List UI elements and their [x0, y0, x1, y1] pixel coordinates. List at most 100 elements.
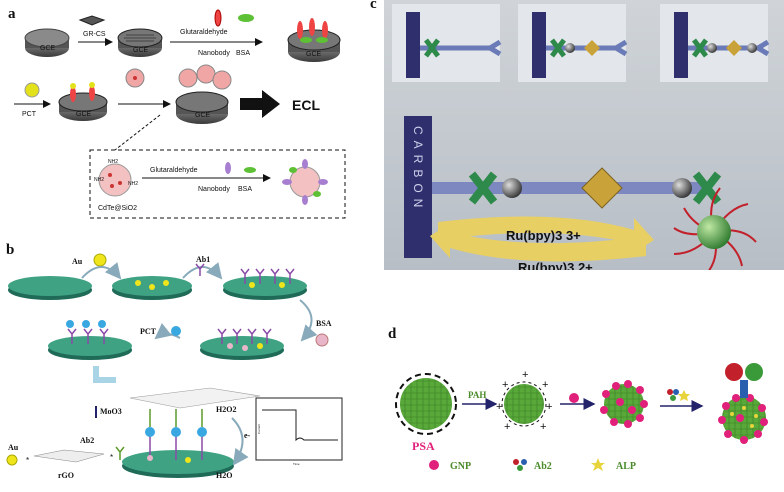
rgo-label: rGO [58, 471, 74, 480]
svg-text:*: * [26, 456, 29, 465]
rgo-sheet-icon [33, 449, 105, 463]
panel-c: c [370, 0, 784, 270]
bsa-label-b: BSA [316, 319, 332, 328]
linker-bead-1 [502, 178, 522, 198]
gnp-coated-sphere [600, 380, 648, 428]
nh2-label-3: NH2 [128, 181, 138, 187]
amperometric-graph [255, 397, 343, 461]
gce-label-4: GCE [76, 111, 92, 118]
gr-cs-label: GR-CS [83, 31, 106, 38]
pah-coated-sphere [504, 384, 544, 424]
cdte-sio2-cluster-icon [125, 68, 145, 88]
ecl-arrow-reverse [430, 222, 646, 262]
pct-label-a: PCT [22, 111, 37, 118]
h2o2-label: H2O2 [216, 405, 236, 414]
carbon-electrode [404, 116, 432, 258]
panel-d-label: d [388, 326, 397, 342]
gce-label-5: GCE [195, 112, 211, 119]
au-label-2: Au [8, 443, 19, 452]
inset-nanobody-label: Nanobody [198, 186, 230, 193]
svg-text:+: + [522, 369, 528, 381]
gce-label-2: GCE [133, 47, 149, 54]
h2o-label: H2O [216, 471, 232, 480]
bsa-icon [238, 14, 254, 22]
gnp-legend-icon [429, 460, 439, 470]
gce-electrode-1 [24, 28, 70, 57]
pah-label: PAH [468, 390, 486, 400]
pct-antigen-icon [171, 326, 181, 336]
panel-d: d PSA PAH +++ ++++ [384, 318, 784, 492]
gnp-legend-label: GNP [450, 461, 471, 472]
nh2-label-1: NH2 [108, 159, 118, 165]
panel-b: b Au Ab1 BSA [0, 238, 380, 492]
ab2-legend-icon [513, 459, 527, 471]
ab1-label: Ab1 [196, 255, 210, 264]
ru2-label: Ru(bpy)3 2+ [518, 260, 593, 270]
bsa-label: BSA [236, 50, 250, 57]
svg-text:+: + [542, 379, 548, 391]
positive-charges: +++ ++++ [496, 369, 552, 433]
step-3 [674, 12, 770, 78]
au-label: Au [72, 257, 83, 266]
psa-sphere [400, 378, 452, 430]
inset-glutaraldehyde-label: Glutaraldehyde [150, 167, 198, 174]
glutaraldehyde-label: Glutaraldehyde [180, 29, 228, 36]
pct-icon [24, 82, 40, 98]
nanobody-icon [214, 9, 222, 27]
graph-xlabel: Time [293, 462, 300, 466]
graphene-sheet-icon [78, 15, 106, 26]
inset-bsa-label: BSA [238, 186, 252, 193]
ab1-antibody-icon [195, 263, 205, 276]
svg-text:*: * [110, 453, 113, 462]
gce-electrode-2 [117, 28, 163, 57]
panel-a-scheme: GCE GR-CS GCE Glutaraldehyde Nanobody BS… [14, 9, 346, 219]
ru-nanoparticle-icon [673, 187, 757, 270]
pct-label-b: PCT [140, 327, 157, 336]
svg-text:+: + [540, 421, 546, 433]
labeled-nanocomposite-icon [718, 363, 768, 444]
gce-electrode-3 [287, 18, 341, 62]
panel-b-label: b [6, 242, 15, 258]
moo3-label: MoO3 [100, 407, 122, 416]
electron-label: e- [244, 431, 251, 440]
nanobody-label: Nanobody [198, 50, 230, 57]
inset-bsa-icon [244, 167, 256, 173]
ecl-arrow-icon [240, 90, 280, 118]
step-1 [406, 12, 502, 78]
inset-nanobody-icon [225, 162, 231, 174]
ru3-label: Ru(bpy)3 3+ [506, 228, 581, 243]
panel-d-scheme: PSA PAH +++ ++++ [395, 363, 768, 472]
ab2-label-b: Ab2 [80, 436, 94, 445]
gce-label-1: GCE [40, 45, 56, 52]
ab2-alp-icon-arrow [667, 389, 690, 401]
gnp-icon-arrow [569, 393, 579, 403]
psa-label: PSA [412, 439, 435, 453]
au-nanoparticle-icon [93, 253, 107, 267]
svg-text:+: + [496, 401, 502, 413]
panel-c-label: c [370, 0, 377, 12]
ecl-label: ECL [292, 97, 320, 113]
gce-label-3: GCE [306, 51, 322, 58]
svg-text:+: + [502, 379, 508, 391]
ab2-antibody-icon [115, 446, 125, 460]
gce-electrode-5 [175, 64, 232, 124]
graph-ylabel: Current [257, 424, 261, 434]
alp-legend-icon [591, 458, 605, 471]
ecl-arrow-forward [438, 216, 654, 254]
panel-a: a GCE GR-CS GCE Glutaraldehyde [0, 0, 380, 230]
linker-bead-2 [672, 178, 692, 198]
cdte-sio2-particle-icon [98, 163, 132, 197]
ab2-legend-label: Ab2 [534, 461, 552, 472]
alp-legend-label: ALP [616, 461, 636, 472]
svg-text:+: + [504, 421, 510, 433]
gce-electrode-4 [58, 82, 108, 121]
nh2-label-2: NH2 [94, 177, 104, 183]
svg-text:+: + [546, 401, 552, 413]
panel-c-scheme: CARBON Ru(bpy)3 3+ Ru(bpy)3 2+ [384, 0, 784, 270]
panel-a-label: a [8, 6, 16, 22]
bsa-protein-icon [315, 333, 329, 347]
flow-arrow [93, 366, 116, 383]
functionalized-particle-icon [282, 159, 328, 205]
carbon-electrode-label: CARBON [411, 126, 425, 213]
step-2 [532, 12, 628, 78]
